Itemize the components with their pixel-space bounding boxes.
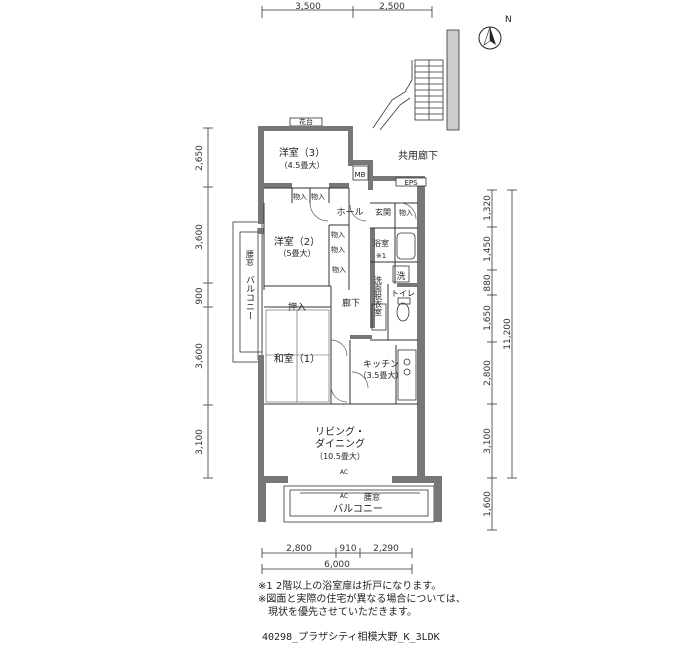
western-2-size: （5畳大） <box>278 248 315 258</box>
bottom-dimensions <box>261 548 413 574</box>
plan-code: 40298_プラザシティ相模大野_K_3LDK <box>262 632 440 643</box>
kitchen-label: キッチン <box>363 359 399 370</box>
note-1: ※1 2階以上の浴室扉は折戸になります。 <box>258 581 442 592</box>
toilet-label: トイレ <box>391 289 415 298</box>
closet-label: 押入 <box>288 301 306 313</box>
left-dim-3: 900 <box>195 287 205 304</box>
compass-icon <box>478 26 502 50</box>
tatami <box>265 309 330 403</box>
bath-label: 浴室 <box>373 238 389 248</box>
left-dim-5: 3,100 <box>195 429 205 455</box>
storage-label-6: 物入 <box>332 265 346 274</box>
stairs <box>372 29 460 131</box>
ac-label-2: AC <box>340 493 348 500</box>
left-dim-2: 3,600 <box>195 224 205 250</box>
left-dim-4: 3,600 <box>195 343 205 369</box>
western-3-label: 洋室（3） <box>279 146 325 159</box>
right-dim-3: 880 <box>483 274 493 291</box>
plan-notes: ※1 2階以上の浴室扉は折戸になります。 ※図面と実際の住宅が異なる場合について… <box>258 580 466 619</box>
bay-window-label-left: 腰窓 <box>246 250 255 266</box>
mb-label: MB <box>355 171 366 179</box>
bay-window-label-bottom: 腰窓 <box>364 492 380 502</box>
storage-label-5: 物入 <box>331 245 345 254</box>
left-balcony <box>232 221 263 363</box>
right-dim-2: 1,450 <box>483 236 493 262</box>
bath-note-mark: ※1 <box>376 252 386 260</box>
right-dim-1: 1,320 <box>483 195 493 221</box>
fixtures <box>371 232 417 401</box>
right-dim-7: 1,600 <box>483 491 493 517</box>
right-dim-6: 3,100 <box>483 428 493 454</box>
right-dimensions <box>487 189 517 531</box>
top-dim-1: 3,500 <box>295 2 321 12</box>
shared-corridor-label: 共用廊下 <box>398 149 438 162</box>
right-dim-4: 1,650 <box>483 305 493 331</box>
left-dimensions <box>203 127 213 479</box>
note-3: 現状を優先させていただきます。 <box>258 607 417 618</box>
right-dim-total: 11,200 <box>503 318 513 350</box>
balcony-label-bottom: バルコニー <box>333 503 383 515</box>
washroom-label: 洗面脱衣室 <box>374 275 383 316</box>
living-size: （10.5畳大） <box>315 451 365 461</box>
japanese-1-label: 和室（1） <box>274 352 320 365</box>
dining-label: ダイニング <box>315 437 365 450</box>
note-2: ※図面と実際の住宅が異なる場合については、 <box>258 594 466 605</box>
walls <box>258 126 442 522</box>
door-swings <box>309 202 417 403</box>
ac-label-1: AC <box>340 469 348 476</box>
left-dim-1: 2,650 <box>195 145 205 171</box>
washer-label: 洗 <box>396 270 405 282</box>
balcony-label-left: バルコニー <box>244 275 255 320</box>
interior-lines <box>263 187 418 405</box>
bottom-dim-total: 6,000 <box>324 560 350 570</box>
western-2-label: 洋室（2） <box>274 235 320 248</box>
mb-box <box>352 165 369 181</box>
kitchen-size: （3.5畳大） <box>359 370 404 380</box>
western-3-size: （4.5畳大） <box>280 160 325 170</box>
top-dim-2: 2,500 <box>379 2 405 12</box>
storage-label-1: 物入 <box>293 192 307 201</box>
living-label: リビング・ <box>315 425 365 438</box>
entrance-label: 玄関 <box>375 207 391 217</box>
compass-label: N <box>505 15 512 25</box>
storage-label-3: 物入 <box>399 208 413 217</box>
eps-label: EPS <box>404 179 418 187</box>
top-dimensions <box>261 6 433 18</box>
storage-label-4: 物入 <box>331 230 345 239</box>
bottom-dim-3: 2,290 <box>373 544 399 554</box>
bottom-dim-1: 2,800 <box>286 544 312 554</box>
bottom-dim-2: 910 <box>339 544 356 554</box>
storage-label-2: 物入 <box>311 192 325 201</box>
flower-box-label: 花台 <box>299 117 313 126</box>
eps-box <box>395 177 427 187</box>
right-dim-5: 2,800 <box>483 360 493 386</box>
hall-label: ホール <box>336 207 363 218</box>
corridor-label: 廊下 <box>342 297 360 309</box>
